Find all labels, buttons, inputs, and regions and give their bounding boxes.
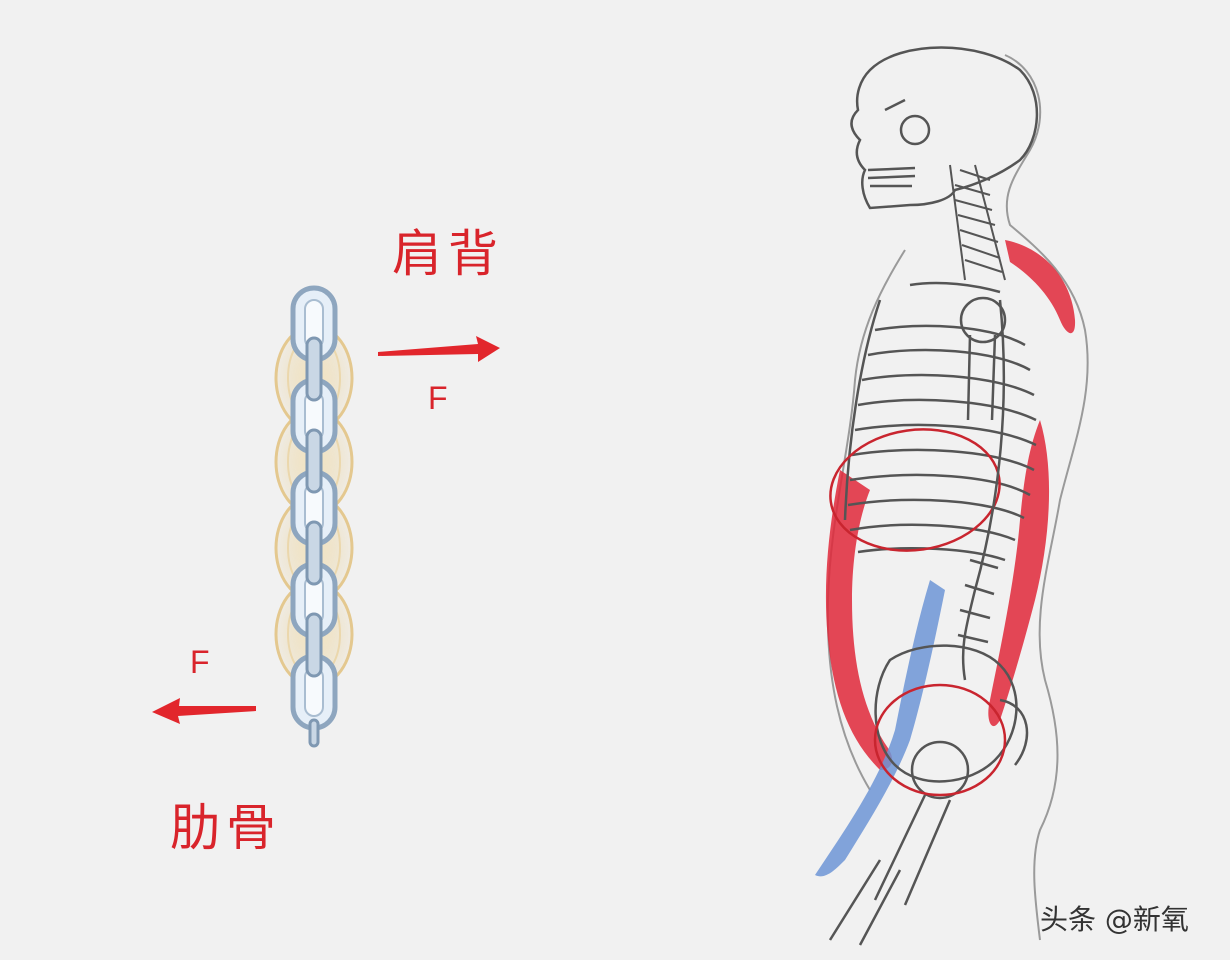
- rib-cage: [843, 299, 1037, 562]
- chain-links-icon: [274, 285, 354, 748]
- upper-back-muscle: [1005, 240, 1076, 334]
- pelvis-highlight-ring: [873, 683, 1007, 797]
- label-ribs: 肋骨: [170, 799, 282, 857]
- femur: [828, 794, 952, 946]
- rib-highlight-ring: [829, 428, 1001, 552]
- pelvis: [874, 644, 1029, 800]
- psoas-muscle: [815, 580, 945, 877]
- arrow-right-icon: [378, 336, 500, 362]
- label-force-right: F: [428, 380, 448, 416]
- watermark: 头条 @新氧: [1040, 903, 1189, 936]
- front-abdominal-muscle: [825, 470, 893, 770]
- lumbar-spine: [957, 299, 1006, 681]
- skull: [850, 46, 1039, 210]
- skeleton-side-view-icon: [815, 46, 1089, 946]
- cervical-spine: [949, 164, 1006, 281]
- label-shoulder-back: 肩背: [392, 225, 504, 283]
- body-outline: [1004, 54, 1089, 941]
- arrow-left-icon: [152, 698, 256, 724]
- lower-back-muscle: [988, 420, 1050, 727]
- chain-side-links: [305, 336, 323, 748]
- label-force-left: F: [190, 644, 210, 680]
